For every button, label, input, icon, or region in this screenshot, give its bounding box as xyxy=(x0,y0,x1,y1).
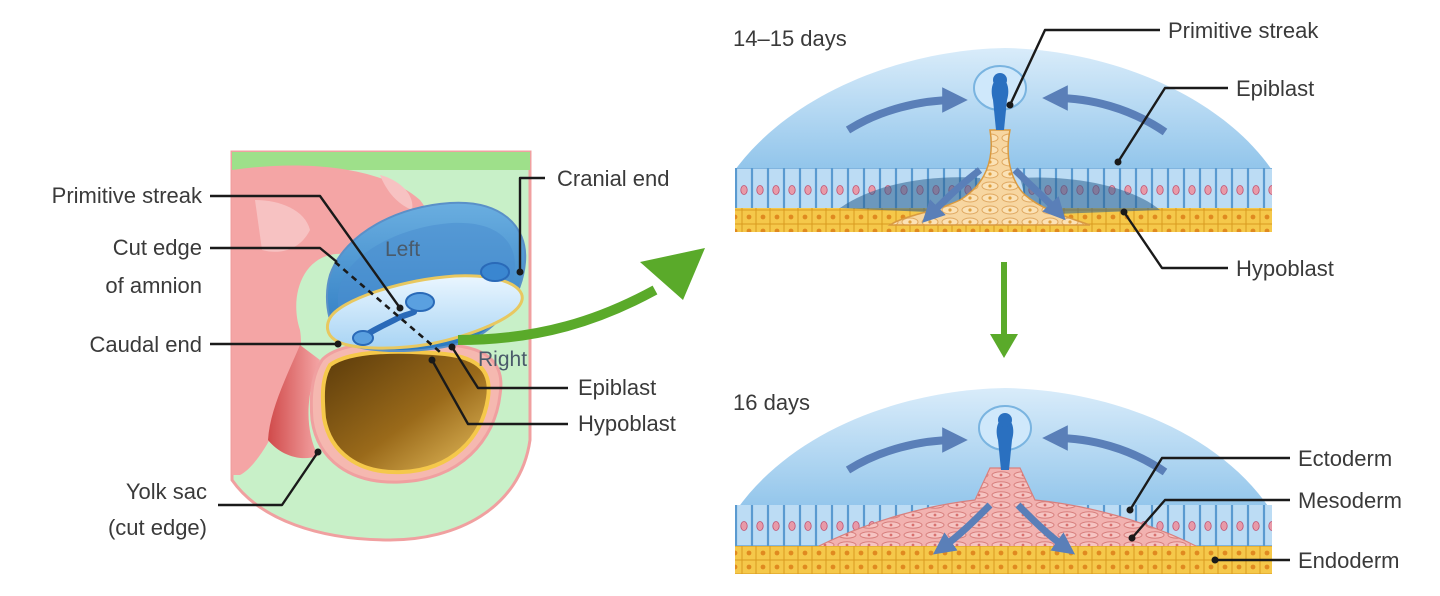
primitive-streak-3d xyxy=(352,292,435,346)
stage1-label-epiblast: Epiblast xyxy=(1236,76,1314,101)
embryo-3d-view: Left Right Primitive streak Cut edge of … xyxy=(52,150,676,542)
transition-arrow-head xyxy=(640,248,705,300)
label-epiblast: Epiblast xyxy=(578,375,656,400)
label-caudal-end: Caudal end xyxy=(89,332,202,357)
stage1-label-primitive-streak: Primitive streak xyxy=(1168,18,1319,43)
label-cranial-end: Cranial end xyxy=(557,166,670,191)
stage1-label-hypoblast: Hypoblast xyxy=(1236,256,1334,281)
label-cut-edge-line1: Cut edge xyxy=(113,235,202,260)
label-yolk-sac-line2: (cut edge) xyxy=(108,515,207,540)
label-yolk-sac-line1: Yolk sac xyxy=(126,479,207,504)
label-mesoderm: Mesoderm xyxy=(1298,488,1402,513)
label-left: Left xyxy=(385,238,420,261)
label-right: Right xyxy=(478,348,527,371)
label-ectoderm: Ectoderm xyxy=(1298,446,1392,471)
label-cut-edge-line2: of amnion xyxy=(105,273,202,298)
label-hypoblast: Hypoblast xyxy=(578,411,676,436)
stage-arrow-head xyxy=(990,334,1018,358)
leaders-left xyxy=(210,176,568,507)
mesoderm-layer xyxy=(814,467,1201,549)
stage-16-days: 16 days Ectoderm Mesoderm Endoderm xyxy=(733,388,1402,574)
label-primitive-streak: Primitive streak xyxy=(52,183,203,208)
label-endoderm: Endoderm xyxy=(1298,548,1400,573)
stage2-title: 16 days xyxy=(733,390,810,415)
stage1-title: 14–15 days xyxy=(733,26,847,51)
stage-14-15-days: 14–15 days Primitive streak Epiblast Hyp… xyxy=(733,18,1334,281)
transition-arrow xyxy=(457,285,658,345)
primitive-streak-section-1 xyxy=(887,129,1091,226)
